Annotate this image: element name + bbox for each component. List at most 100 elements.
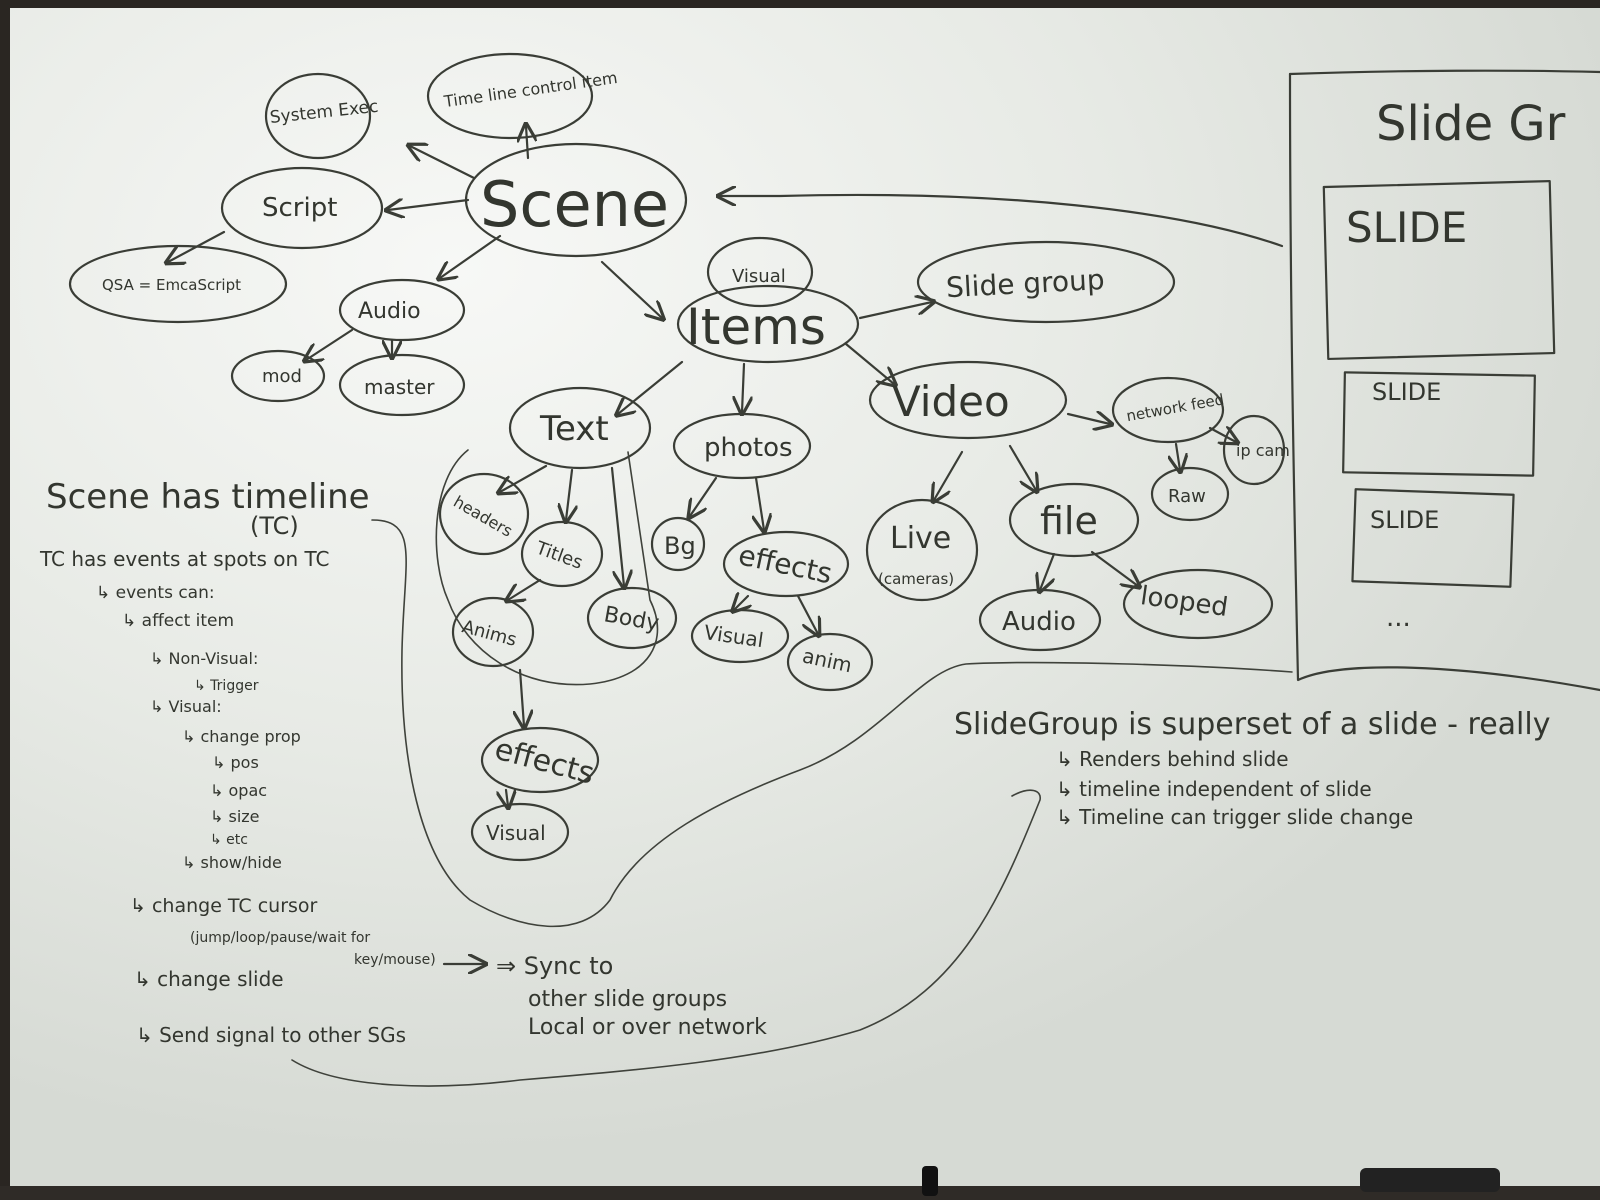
bg-node [650, 516, 706, 572]
scene-label: Scene [480, 168, 669, 241]
arrow-scene-audio [440, 234, 502, 278]
slidegroup-lasso [371, 519, 1293, 928]
audio-node [338, 278, 466, 342]
note-slidegroup-superset: SlideGroup is superset of a slide - real… [954, 707, 1550, 742]
note-key-mouse: key/mouse) [354, 952, 436, 968]
ip-cam-label: ip cam [1236, 441, 1290, 460]
raw-label: Raw [1168, 486, 1206, 507]
audio-label: Audio [358, 299, 421, 324]
items-label: Items [686, 298, 826, 356]
arrow-anims-effects [520, 668, 524, 726]
arrow-audio-mod [306, 328, 354, 360]
arrow-items-photos [742, 362, 744, 412]
note-affect-item: ↳ affect item [122, 611, 234, 631]
arrow-script-qsa [168, 230, 226, 262]
arrow-titles-anims [508, 578, 542, 600]
note-change-slide: ↳ change slide [134, 967, 284, 991]
visual-top-label: Visual [732, 266, 786, 287]
text-node [508, 386, 652, 470]
arrow-text-titles [566, 468, 572, 520]
raw-node [1150, 466, 1230, 522]
looped-node [1122, 568, 1274, 640]
live-node [865, 498, 979, 602]
live-cameras-label: (cameras) [878, 570, 954, 588]
arrow-video-file [1008, 444, 1036, 490]
slide-large-label: SLIDE [1346, 203, 1467, 252]
note-timeline-independent: ↳ timeline independent of slide [1056, 777, 1372, 801]
note-trigger: ↳ Trigger [194, 678, 259, 694]
note-change-cursor: ↳ change TC cursor [130, 895, 318, 917]
marker-cap [922, 1166, 938, 1196]
arrow-items-text [618, 360, 684, 414]
note-visual: ↳ Visual: [150, 697, 222, 716]
note-change-prop: ↳ change prop [182, 727, 301, 746]
live-label: Live [890, 521, 951, 556]
text-label: Text [539, 409, 609, 449]
master-label: master [364, 375, 435, 399]
photos-label: photos [704, 433, 793, 463]
arrow-scene-systemexec [410, 146, 476, 180]
note-events-can: ↳ events can: [96, 583, 215, 603]
arrow-network-ipcam [1208, 428, 1236, 442]
arrow-items-video [844, 342, 894, 384]
mod-node [230, 349, 326, 403]
arrow-photos-bg [690, 476, 718, 516]
note-tc: (TC) [250, 512, 299, 540]
slide-small-box-2 [1351, 488, 1515, 588]
slide-group-node [916, 240, 1176, 324]
note-pos: ↳ pos [212, 753, 259, 772]
mod-label: mod [262, 366, 302, 387]
headers-node [438, 472, 530, 556]
slide-small-label-1: SLIDE [1372, 378, 1441, 406]
anims-node [451, 596, 535, 668]
arrow-effects-visual-photo [734, 596, 748, 610]
note-sync-network: Local or over network [528, 1015, 767, 1040]
arrow-network-raw [1176, 442, 1180, 470]
bg-label: Bg [664, 532, 696, 560]
note-jump-loop: (jump/loop/pause/wait for [190, 930, 370, 946]
items-node [676, 284, 860, 364]
arrow-scene-items [600, 260, 662, 318]
lower-lasso [291, 789, 1041, 1087]
slide-ellipsis: ... [1386, 603, 1411, 633]
eraser [1360, 1168, 1500, 1192]
effects-photo-node [722, 530, 850, 598]
script-label: Script [262, 193, 337, 223]
file-node [1008, 482, 1140, 558]
note-timeline-trigger: ↳ Timeline can trigger slide change [1056, 805, 1413, 829]
board-surface [10, 8, 1600, 1192]
timeline-control-node [426, 52, 594, 140]
arrow-effects-anim [796, 594, 818, 634]
note-renders-behind: ↳ Renders behind slide [1056, 747, 1289, 771]
arrow-scene-timeline [526, 126, 528, 160]
effects-text-node [480, 726, 600, 794]
text-group-outline [435, 449, 659, 686]
audio-file-label: Audio [1002, 607, 1076, 637]
qsa-label: QSA = EmcaScript [102, 276, 241, 294]
note-sync-other: other slide groups [528, 987, 727, 1012]
video-node [868, 360, 1068, 440]
arrow-file-looped [1090, 550, 1138, 586]
arrow-items-slidegroup [858, 302, 932, 320]
script-node [220, 166, 384, 250]
slide-panel-title: Slide Gr [1376, 96, 1566, 152]
network-feed-node [1111, 376, 1225, 444]
anim-node [786, 632, 874, 692]
slide-panel-outline [1288, 72, 1600, 692]
file-label: file [1040, 499, 1098, 543]
slide-small-box-1 [1342, 371, 1536, 477]
note-opac: ↳ opac [210, 781, 267, 800]
arrow-photos-effects [756, 476, 764, 530]
visual-text-node [470, 802, 570, 862]
arrow-file-audio [1040, 552, 1056, 590]
video-label: Video [892, 377, 1010, 426]
arrow-text-body [610, 466, 624, 586]
note-send-signal: ↳ Send signal to other SGs [136, 1023, 406, 1047]
arrow-text-headers [500, 464, 548, 492]
ip-cam-node [1222, 414, 1286, 486]
note-size: ↳ size [210, 807, 260, 826]
visual-top-node [706, 236, 814, 308]
note-tc-events: TC has events at spots on TC [39, 547, 330, 571]
arrow-scene-script [388, 200, 470, 210]
